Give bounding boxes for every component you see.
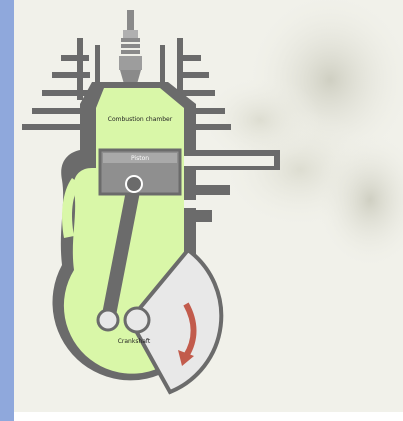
intake-port: [184, 200, 226, 208]
cooling-fins-left: [22, 38, 90, 130]
crank-pin: [98, 310, 118, 330]
crankshaft-center: [125, 308, 149, 332]
spark-plug-icon: [119, 10, 142, 84]
exhaust-port: [184, 156, 274, 166]
exhaust-smoke: [200, 0, 403, 270]
crankshaft-label: Crankshaft: [118, 338, 151, 345]
piston-label: Piston: [131, 155, 149, 162]
combustion-chamber-label: Combustion chamber: [108, 116, 173, 123]
